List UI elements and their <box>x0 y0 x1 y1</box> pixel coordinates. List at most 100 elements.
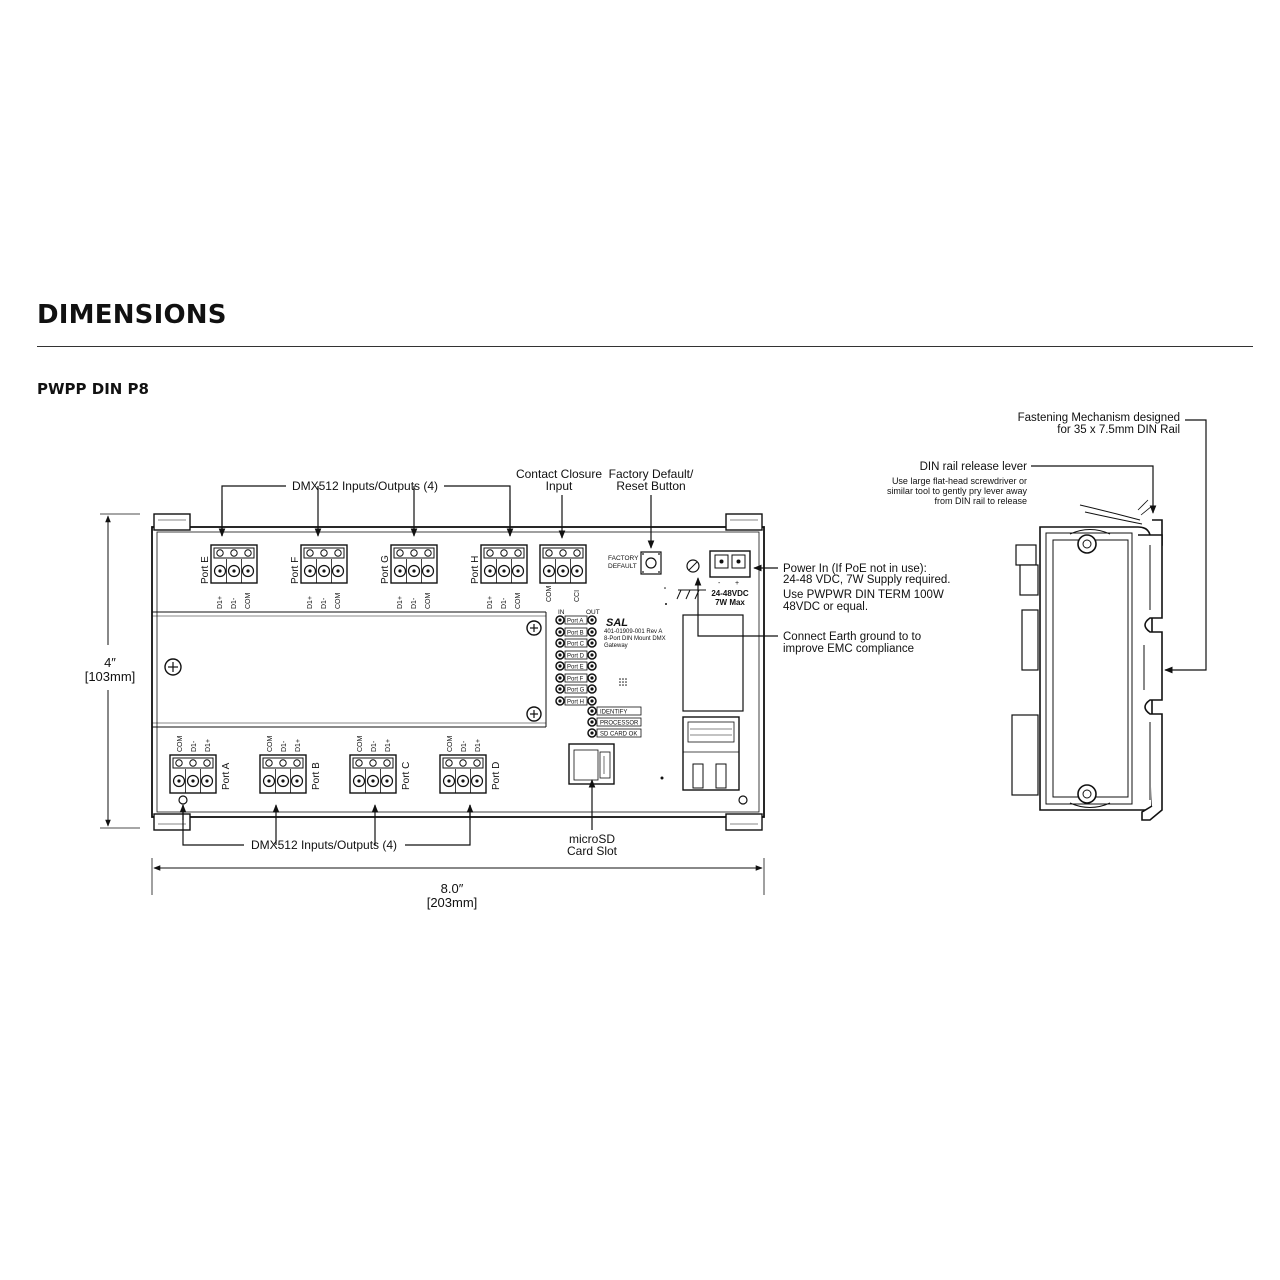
port-led-d: Port D <box>555 650 597 660</box>
part-number: 401-01909-001 Rev A <box>604 629 662 635</box>
led-label: Port E <box>567 665 584 671</box>
pin-label: COM <box>357 736 364 753</box>
status-led-processor: PROCESSOR <box>587 717 642 727</box>
led-label: SD CARD OK <box>600 732 637 738</box>
mounting-screw-icon <box>526 706 542 722</box>
factory-label: FACTORY <box>608 555 639 562</box>
port-g-connector: Port G D1+ D1- COM <box>380 544 438 610</box>
pin-label: COM <box>335 593 342 610</box>
dmx-bottom-label: DMX512 Inputs/Outputs (4) <box>251 838 397 852</box>
din-release-note: from DIN rail to release <box>934 496 1027 506</box>
port-label: Port B <box>311 762 322 790</box>
status-led-sd-card: SD CARD OK <box>587 728 642 738</box>
din-release-note: similar tool to gently pry lever away <box>887 486 1028 496</box>
power-in-label: 48VDC or equal. <box>783 601 868 613</box>
pin-label: D1- <box>461 740 468 752</box>
contact-closure-connector: COM CCI <box>539 544 587 602</box>
fastening-label: for 35 x 7.5mm DIN Rail <box>1057 424 1180 436</box>
pin-label: D1- <box>231 597 238 609</box>
factory-label: DEFAULT <box>608 563 637 570</box>
cert-mark: SAL <box>606 617 628 629</box>
mounting-screw-icon <box>178 795 188 805</box>
height-mm: [103mm] <box>85 669 136 684</box>
port-led-e: Port E <box>555 661 597 671</box>
led-label: PROCESSOR <box>600 721 639 727</box>
contact-closure-label: Contact Closure <box>516 467 602 481</box>
earth-ground-label: Connect Earth ground to to <box>783 631 921 643</box>
port-b-connector: Port B COM D1- D1+ <box>259 736 322 794</box>
callout-fastening: Fastening Mechanism designed for 35 x 7.… <box>1018 412 1207 674</box>
port-e-connector: Port E D1+ D1- COM <box>200 544 258 609</box>
width-mm: [203mm] <box>427 895 478 910</box>
height-dimension: 4″ [103mm] <box>85 513 140 829</box>
callout-dmx-top <box>218 485 514 537</box>
port-c-connector: Port C COM D1- D1+ <box>349 736 412 794</box>
part-description: Gateway <box>604 643 628 649</box>
port-label: Port H <box>470 556 481 584</box>
fastening-label: Fastening Mechanism designed <box>1018 412 1180 424</box>
port-label: Port C <box>401 762 412 790</box>
led-label: Port B <box>567 631 584 637</box>
pin-label: D1+ <box>397 596 404 609</box>
mounting-screw-icon <box>164 658 182 676</box>
factory-reset-label: Reset Button <box>616 479 685 493</box>
port-f-connector: Port F D1+ D1- COM <box>290 544 348 610</box>
pin-label: COM <box>515 593 522 610</box>
gateway-side-view <box>1011 499 1163 821</box>
led-label: Port G <box>567 688 585 694</box>
port-a-connector: Port A COM D1- D1+ <box>169 736 232 794</box>
earth-ground-label: improve EMC compliance <box>783 643 914 655</box>
callout-microsd: microSD Card Slot <box>567 779 618 858</box>
pin-label: D1- <box>411 597 418 609</box>
callout-factory-reset: Factory Default/ Reset Button <box>609 467 694 549</box>
width-dimension: 8.0″ [203mm] <box>151 858 765 910</box>
callout-contact-closure: Contact Closure Input <box>516 467 602 539</box>
port-led-h: Port H <box>555 696 597 706</box>
pin-label: COM <box>177 736 184 753</box>
pin-label: D1- <box>501 597 508 609</box>
part-description: 8-Port DIN Mount DMX <box>604 636 666 642</box>
port-label: Port A <box>221 762 232 790</box>
microsd-label: Card Slot <box>567 844 618 858</box>
pin-label: COM <box>425 593 432 610</box>
pin-label: D1+ <box>475 739 482 752</box>
status-led-identify: IDENTIFY <box>587 706 642 716</box>
port-h-connector: Port H D1+ D1- COM <box>470 544 528 610</box>
pin-label: D1+ <box>205 739 212 752</box>
pin-label: CCI <box>574 590 581 602</box>
led-label: IDENTIFY <box>600 710 627 716</box>
polarity-label: + <box>735 580 739 587</box>
pin-label: D1- <box>321 597 328 609</box>
pin-label: D1+ <box>307 596 314 609</box>
contact-closure-label: Input <box>546 479 573 493</box>
led-panel: IN OUT <box>558 609 600 616</box>
port-d-connector: Port D COM D1- D1+ <box>439 736 502 794</box>
factory-default-button: FACTORY DEFAULT <box>608 551 662 575</box>
pin-label: D1+ <box>487 596 494 609</box>
led-label: Port F <box>567 677 584 683</box>
dmx-top-label: DMX512 Inputs/Outputs (4) <box>292 479 438 493</box>
pin-label: D1+ <box>295 739 302 752</box>
factory-reset-label: Factory Default/ <box>609 467 694 481</box>
pin-label: D1+ <box>385 739 392 752</box>
microsd-slot <box>568 743 615 785</box>
title-divider <box>37 346 1253 347</box>
polarity-label: - <box>718 580 721 587</box>
port-led-f: Port F <box>555 673 597 683</box>
pin-label: D1- <box>191 740 198 752</box>
port-label: Port E <box>200 556 211 584</box>
port-label: Port F <box>290 557 301 584</box>
pin-label: COM <box>447 736 454 753</box>
microsd-label: microSD <box>569 832 615 846</box>
pin-label: COM <box>267 736 274 753</box>
chip-dots <box>619 587 667 780</box>
port-led-g: Port G <box>555 684 597 694</box>
width-inches: 8.0″ <box>441 881 464 896</box>
led-header: OUT <box>586 609 600 616</box>
callout-din-release: DIN rail release lever Use large flat-he… <box>887 461 1157 514</box>
port-led-a: Port A <box>555 615 597 625</box>
led-label: Port A <box>567 619 583 625</box>
height-inches: 4″ <box>104 655 116 670</box>
power-connector: - + 24-48VDC 7W Max <box>709 550 751 607</box>
